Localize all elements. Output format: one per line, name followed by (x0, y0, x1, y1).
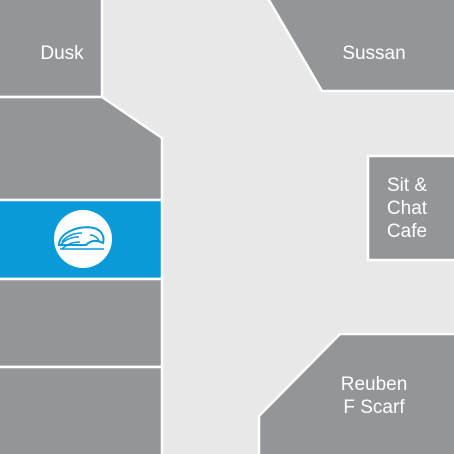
store-label-sussan: Sussan (342, 43, 406, 64)
store-block-sit-chat-cafe[interactable] (366, 154, 454, 262)
store-block-sussan[interactable] (266, 0, 454, 93)
shell-logo-icon (54, 210, 112, 268)
store-block-left-upper[interactable] (0, 95, 164, 202)
store-block-reuben-f-scarf[interactable] (257, 332, 454, 454)
store-label-reuben-f-scarf: Reuben F Scarf (340, 374, 408, 418)
store-label-sit-chat-cafe: Sit & Chat Cafe (386, 175, 428, 242)
store-block-left-lower-1[interactable] (0, 277, 164, 369)
store-label-dusk: Dusk (40, 43, 84, 64)
store-block-left-lower-2[interactable] (0, 365, 164, 454)
